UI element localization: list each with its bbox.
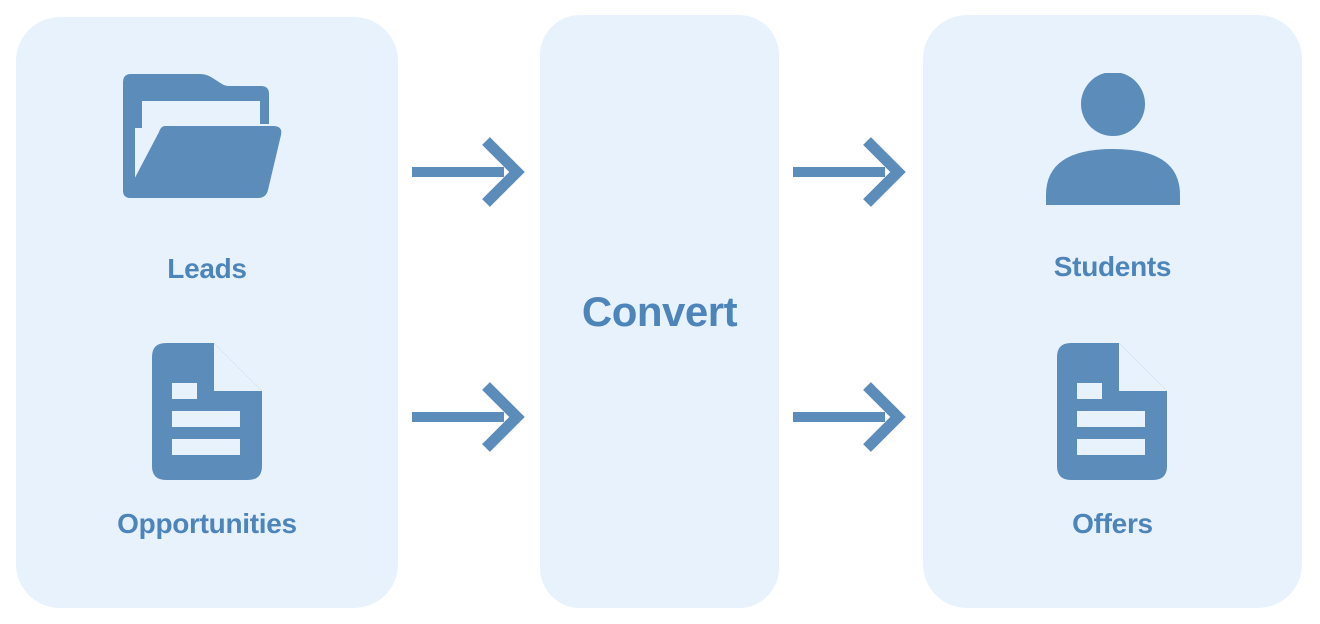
source-panel: Leads Opportunities (16, 17, 398, 608)
document-icon (1057, 343, 1167, 485)
result-panel: Students Offers (923, 15, 1302, 608)
arrow-right-icon (412, 382, 525, 452)
offers-label: Offers (1072, 508, 1153, 539)
convert-panel: Convert (540, 15, 779, 608)
opportunities-label: Opportunities (117, 508, 297, 539)
arrow-right-icon (412, 137, 525, 207)
students-label: Students (1053, 251, 1172, 282)
leads-label: Leads (167, 253, 247, 284)
document-icon (152, 343, 262, 485)
person-icon (1046, 72, 1180, 210)
arrow-right-icon (793, 137, 906, 207)
arrow-right-icon (793, 382, 906, 452)
folder-open-icon (123, 72, 291, 210)
convert-label: Convert (581, 287, 738, 335)
